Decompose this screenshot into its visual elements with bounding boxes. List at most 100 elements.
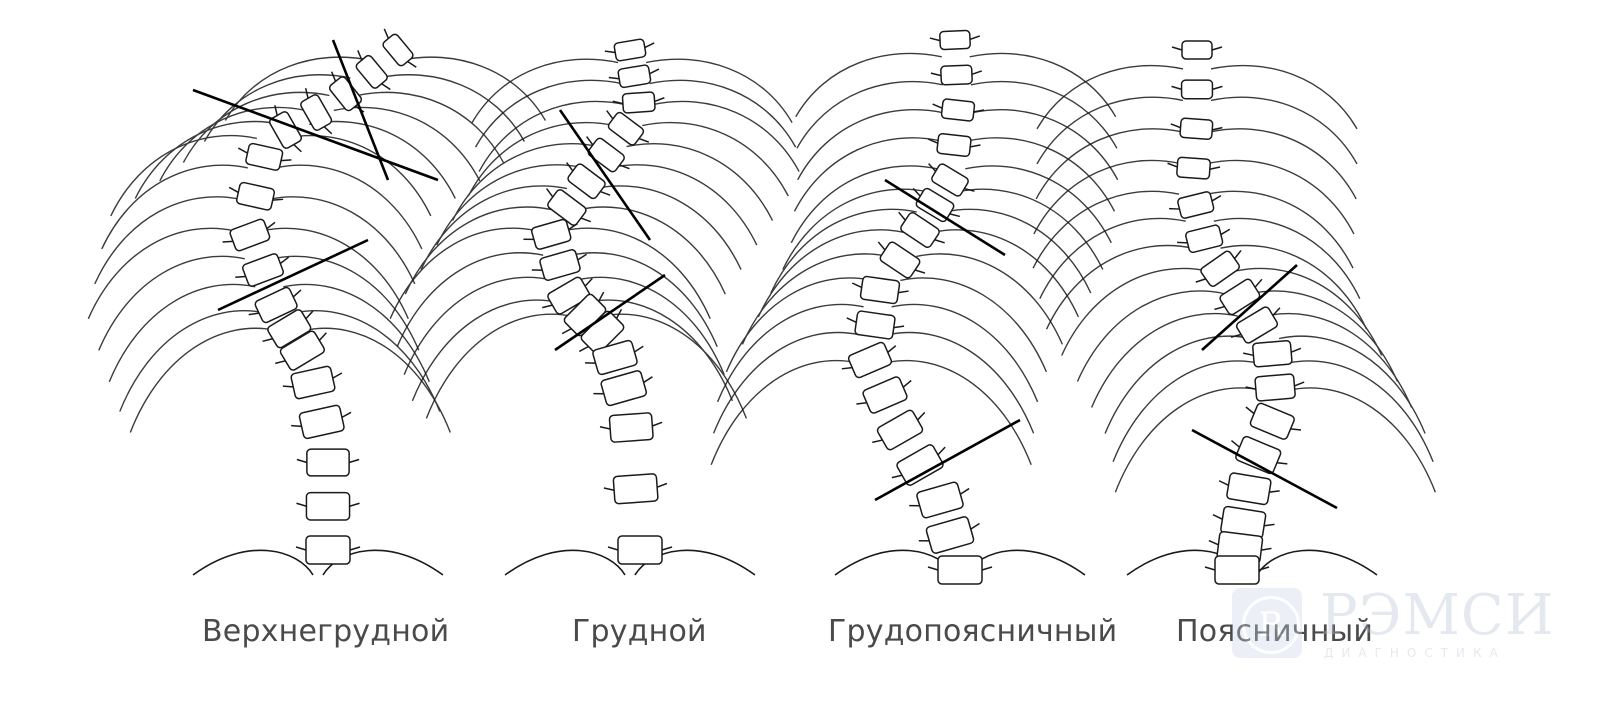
transverse-process	[949, 213, 961, 218]
vertebra-body	[876, 409, 924, 451]
vertebra	[523, 218, 578, 250]
ribs	[1032, 64, 1437, 493]
rib	[1045, 244, 1193, 330]
transverse-process	[545, 188, 554, 198]
transverse-process	[262, 337, 273, 343]
transverse-process	[1212, 85, 1223, 91]
rib	[1035, 128, 1183, 200]
vertebra	[291, 404, 352, 440]
transverse-process	[1243, 352, 1254, 357]
transverse-process	[1245, 406, 1255, 415]
transverse-process	[578, 345, 589, 353]
rib	[357, 91, 505, 163]
transverse-process	[1169, 207, 1180, 210]
transverse-process	[607, 546, 619, 551]
transverse-process	[580, 217, 592, 223]
vertebra	[877, 241, 926, 279]
transverse-process	[1212, 514, 1223, 520]
transverse-process	[600, 190, 611, 196]
transverse-process	[349, 546, 361, 551]
spine-drawing	[710, 29, 1119, 585]
rib	[1112, 360, 1260, 462]
transverse-process	[293, 143, 302, 153]
rib	[900, 277, 1048, 373]
rib	[283, 283, 430, 383]
transverse-process	[561, 328, 572, 335]
transverse-process	[656, 482, 668, 488]
rib	[478, 100, 626, 172]
cobb-angle-line	[1191, 428, 1338, 510]
transverse-process	[932, 103, 943, 109]
transverse-process	[927, 138, 939, 144]
rib	[1039, 217, 1186, 300]
transverse-process	[323, 126, 333, 135]
rib	[304, 327, 451, 433]
spine-drawing	[87, 28, 547, 576]
vertebra-body	[613, 38, 647, 62]
rib	[293, 310, 441, 412]
rib	[642, 121, 789, 197]
transverse-process	[1233, 249, 1242, 260]
transverse-process	[357, 50, 363, 61]
cobb-angle-line	[558, 109, 652, 241]
rib	[119, 310, 266, 412]
transverse-process	[1212, 126, 1223, 131]
transverse-process	[593, 392, 604, 395]
rib	[790, 165, 938, 244]
vertebra	[1167, 156, 1221, 180]
transverse-process	[330, 71, 337, 82]
vertebra-body	[328, 76, 363, 112]
rib	[1033, 159, 1181, 235]
transverse-process	[305, 310, 314, 320]
rib	[268, 196, 416, 285]
rib	[467, 121, 615, 197]
vertebra	[928, 163, 975, 197]
brand-subtitle: ДИАГНОСТИКА	[1324, 646, 1506, 660]
vertebra	[856, 376, 912, 414]
transverse-process	[566, 162, 574, 172]
rib	[1286, 360, 1434, 462]
transverse-process	[266, 221, 276, 230]
transverse-process	[654, 97, 665, 103]
vertebra-body	[879, 241, 921, 279]
rib	[1061, 267, 1208, 356]
vertebra	[275, 330, 327, 371]
transverse-process	[909, 504, 920, 507]
transverse-process	[542, 304, 553, 309]
rib	[1278, 335, 1426, 434]
transverse-process	[1171, 46, 1183, 51]
vertebra	[593, 370, 653, 407]
rib	[425, 313, 573, 419]
vertebra	[929, 29, 981, 51]
rib	[770, 208, 917, 294]
transverse-process	[599, 425, 611, 430]
rib	[474, 79, 622, 148]
rib	[887, 331, 1035, 434]
transverse-process	[970, 522, 980, 530]
transverse-process	[930, 72, 942, 77]
transverse-process	[280, 159, 292, 162]
vertebra	[355, 50, 391, 91]
vertebra	[599, 412, 663, 443]
vertebra-body	[235, 181, 276, 211]
vertebra-body	[940, 98, 976, 122]
spine-illustration-thoracic	[389, 30, 800, 590]
transverse-process	[1258, 566, 1270, 571]
rib	[420, 185, 568, 270]
transverse-process	[959, 487, 970, 495]
vertebra	[1171, 40, 1223, 60]
transverse-process	[964, 187, 975, 192]
transverse-process	[604, 50, 616, 54]
transverse-process	[917, 411, 926, 421]
transverse-process	[1276, 462, 1288, 465]
rib	[98, 255, 245, 351]
vertebra	[1177, 224, 1231, 254]
transverse-process	[661, 546, 673, 551]
rib	[1032, 190, 1180, 269]
rib	[891, 303, 1039, 403]
rib	[275, 164, 423, 250]
vertebra	[237, 142, 292, 171]
rib	[1076, 290, 1224, 382]
transverse-process	[606, 110, 614, 120]
vertebra	[282, 365, 343, 400]
